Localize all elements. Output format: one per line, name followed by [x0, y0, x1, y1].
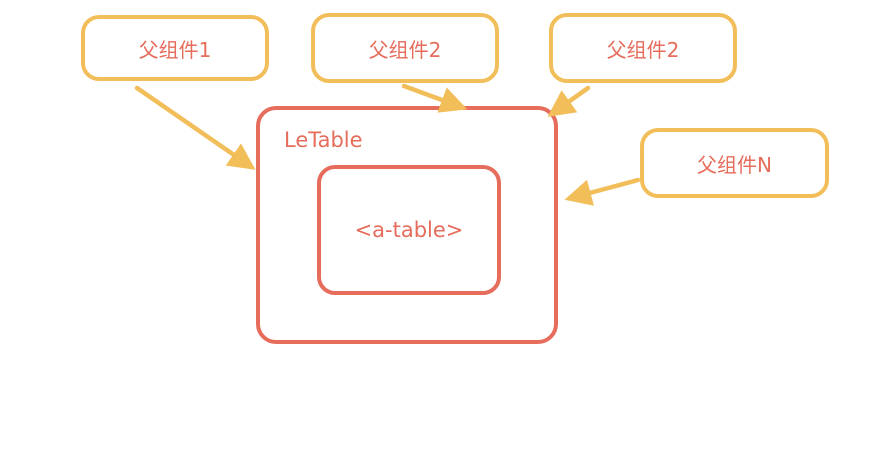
letable-component: LeTable <a-table>	[256, 106, 558, 344]
parent-component-1: 父组件1	[81, 15, 269, 81]
parent-component-n-label: 父组件N	[697, 152, 772, 177]
parent-component-1-label: 父组件1	[138, 37, 212, 62]
arrow-parent1-to-letable	[134, 85, 256, 170]
arrow-parent2b-to-letable	[547, 85, 591, 117]
parent-component-2b-label: 父组件2	[606, 37, 680, 62]
arrow-parentn-to-letable	[564, 177, 641, 206]
arrow-parent2a-to-letable	[401, 83, 468, 113]
a-table-label: <a-table>	[354, 218, 464, 242]
parent-component-2b: 父组件2	[549, 13, 737, 83]
letable-label: LeTable	[284, 128, 363, 152]
parent-component-2a-label: 父组件2	[368, 37, 442, 62]
parent-component-2a: 父组件2	[311, 13, 499, 83]
parent-component-n: 父组件N	[640, 128, 829, 198]
a-table-component: <a-table>	[317, 165, 501, 295]
